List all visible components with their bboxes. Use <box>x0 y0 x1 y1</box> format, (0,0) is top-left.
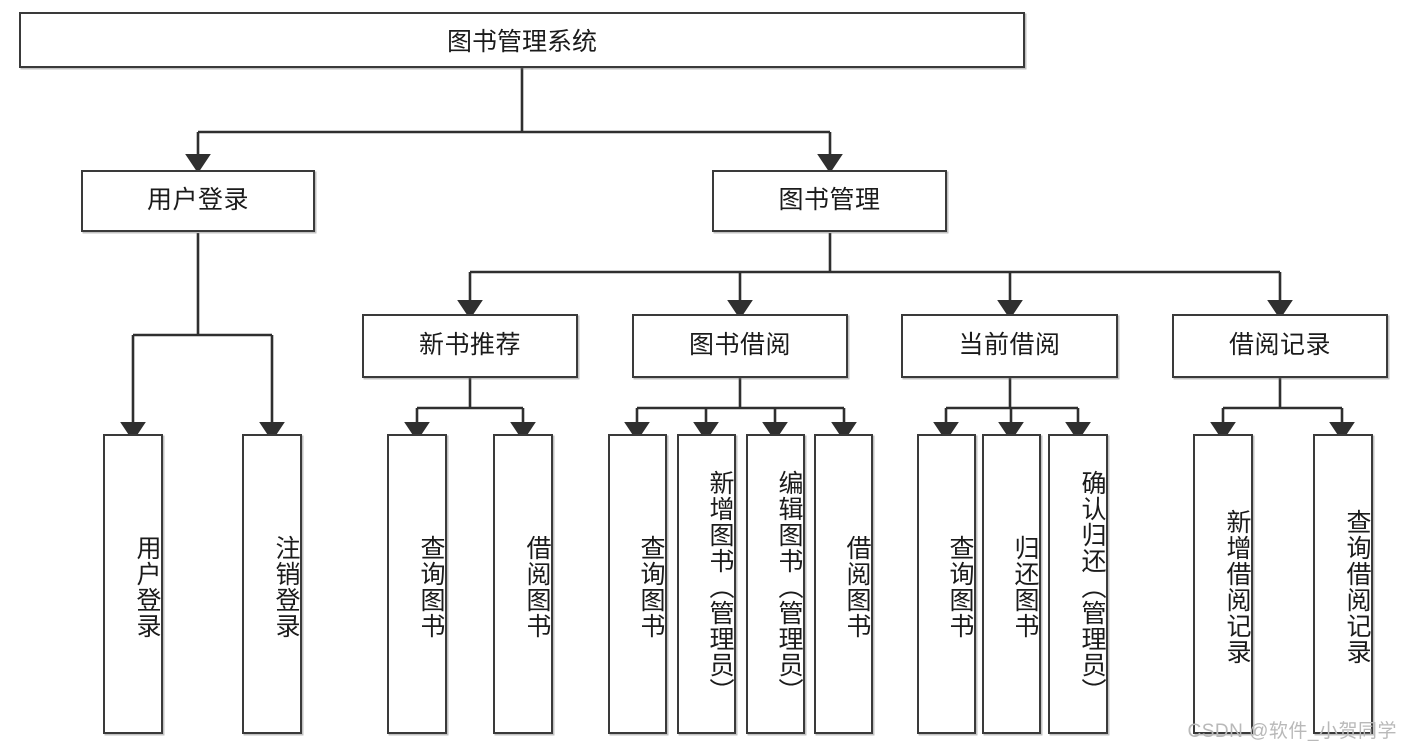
node-user-login[interactable]: 用户登录 <box>81 170 315 232</box>
node-root[interactable]: 图书管理系统 <box>19 12 1025 68</box>
leaf-logout-login[interactable]: 注销登录 <box>242 434 302 734</box>
leaf-confirm-return-admin-label: 确认归还（管理员） <box>1078 470 1106 704</box>
node-book-management[interactable]: 图书管理 <box>712 170 947 232</box>
leaf-query-borrow-record[interactable]: 查询借阅记录 <box>1313 434 1373 734</box>
node-new-book-recommend[interactable]: 新书推荐 <box>362 314 578 378</box>
leaf-return-book[interactable]: 归还图书 <box>982 434 1041 734</box>
leaf-borrow-book-1-label: 借阅图书 <box>523 535 551 639</box>
node-current-borrow[interactable]: 当前借阅 <box>901 314 1118 378</box>
node-root-label: 图书管理系统 <box>446 28 597 56</box>
leaf-query-book-3-label: 查询图书 <box>946 535 974 639</box>
node-book-borrow-label: 图书借阅 <box>688 331 791 360</box>
node-user-login-label: 用户登录 <box>146 186 249 215</box>
leaf-borrow-book-2[interactable]: 借阅图书 <box>814 434 873 734</box>
leaf-edit-book-admin-label: 编辑图书（管理员） <box>775 470 803 704</box>
leaf-user-login[interactable]: 用户登录 <box>103 434 163 734</box>
leaf-query-book-3[interactable]: 查询图书 <box>917 434 976 734</box>
leaf-query-book-2[interactable]: 查询图书 <box>608 434 667 734</box>
leaf-add-book-admin-label: 新增图书（管理员） <box>706 470 734 704</box>
node-borrow-record[interactable]: 借阅记录 <box>1172 314 1388 378</box>
leaf-add-book-admin[interactable]: 新增图书（管理员） <box>677 434 736 734</box>
leaf-add-borrow-record[interactable]: 新增借阅记录 <box>1193 434 1253 734</box>
node-book-borrow[interactable]: 图书借阅 <box>632 314 848 378</box>
leaf-query-book-1[interactable]: 查询图书 <box>387 434 447 734</box>
leaf-query-borrow-record-label: 查询借阅记录 <box>1343 509 1371 665</box>
node-current-borrow-label: 当前借阅 <box>958 331 1061 360</box>
leaf-return-book-label: 归还图书 <box>1011 535 1039 639</box>
node-book-management-label: 图书管理 <box>778 186 881 215</box>
leaf-add-borrow-record-label: 新增借阅记录 <box>1223 509 1251 665</box>
leaf-query-book-2-label: 查询图书 <box>637 535 665 639</box>
leaf-edit-book-admin[interactable]: 编辑图书（管理员） <box>746 434 805 734</box>
leaf-borrow-book-1[interactable]: 借阅图书 <box>493 434 553 734</box>
node-borrow-record-label: 借阅记录 <box>1228 331 1331 360</box>
leaf-user-login-label: 用户登录 <box>133 535 161 639</box>
leaf-borrow-book-2-label: 借阅图书 <box>843 535 871 639</box>
leaf-query-book-1-label: 查询图书 <box>417 535 445 639</box>
leaf-confirm-return-admin[interactable]: 确认归还（管理员） <box>1048 434 1108 734</box>
node-new-book-recommend-label: 新书推荐 <box>418 331 521 360</box>
leaf-logout-login-label: 注销登录 <box>272 535 300 639</box>
watermark: CSDN @软件_小贺同学 <box>1187 721 1397 742</box>
